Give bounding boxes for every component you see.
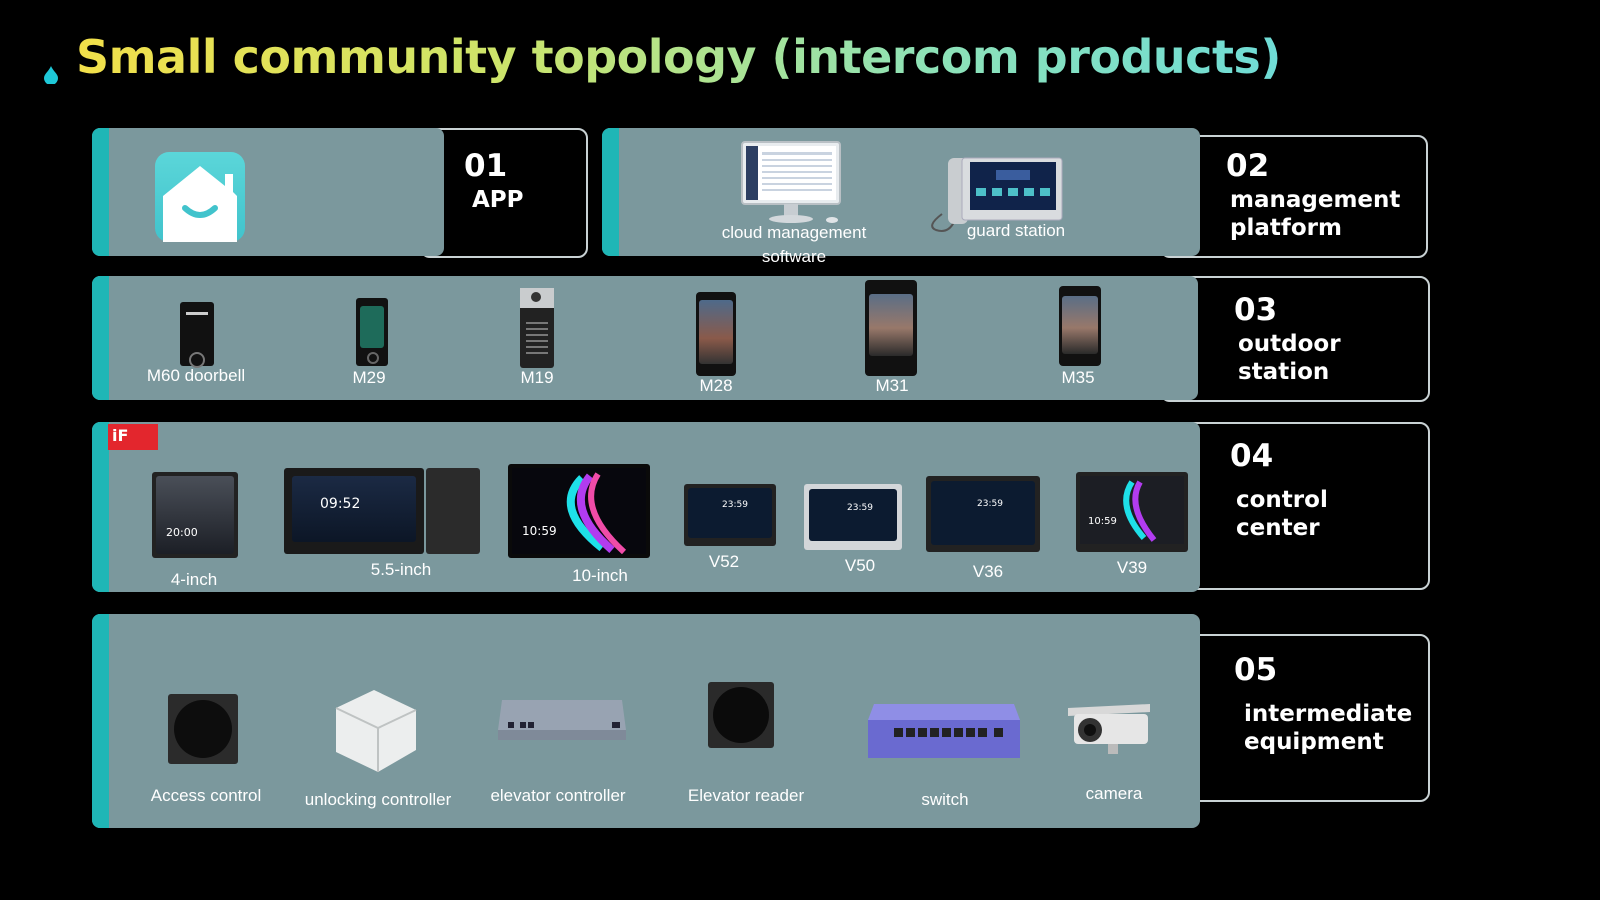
- v52-time: 23:59: [722, 500, 748, 510]
- section-03-name-line2: station: [1238, 359, 1330, 385]
- section-05-panel: Access control unlocking controller elev…: [92, 614, 1200, 828]
- cloud-management-label-line1: cloud management: [721, 223, 867, 242]
- control-item-label-1: 4-inch: [170, 570, 218, 589]
- section-03-panel: M60 doorbell M29 M19 M28 M31 M35: [92, 276, 1198, 400]
- access-control-device: [168, 694, 238, 764]
- if-award-badge-text: iF: [112, 426, 129, 445]
- control-item-label-2: 5.5-inch: [370, 560, 432, 579]
- guard-station-icon: [931, 157, 1063, 232]
- control-item-label-7: V39: [1116, 558, 1148, 577]
- v36-time: 23:59: [977, 499, 1003, 509]
- outdoor-item-label-5: M31: [875, 376, 909, 395]
- control-item-label-5: V50: [844, 556, 876, 575]
- monitor-55inch-side-device: [426, 468, 480, 554]
- m19-device: [520, 288, 554, 368]
- app-home-icon[interactable]: [155, 152, 245, 242]
- v50-device: 23:59: [804, 484, 902, 550]
- intermediate-item-label-2: unlocking controller: [304, 790, 452, 809]
- m35-device: [1059, 286, 1101, 366]
- section-02-name-line1: management: [1230, 187, 1401, 213]
- section-02-number: 02: [1226, 148, 1270, 184]
- section-03-label: 03 outdoor station: [1234, 290, 1341, 386]
- section-02-name-line2: platform: [1230, 215, 1342, 241]
- v52-device: 23:59: [684, 484, 776, 546]
- if-award-badge: iF: [108, 424, 158, 450]
- section-04-panel: iF 20:00 4-inch 09:52 5.5-inch 10:59 10-…: [92, 422, 1200, 592]
- intermediate-item-label-1: Access control: [150, 786, 262, 805]
- monitor-4inch-device: 20:00: [152, 472, 238, 558]
- section-05-label: 05 intermediate equipment: [1234, 650, 1412, 756]
- intermediate-item-label-3: elevator controller: [490, 786, 626, 805]
- outdoor-item-label-6: M35: [1061, 368, 1095, 387]
- outdoor-item-label-3: M19: [520, 368, 554, 387]
- section-03-number: 03: [1234, 292, 1278, 328]
- section-05-name-line2: equipment: [1244, 729, 1384, 755]
- m31-device: [865, 280, 917, 376]
- section-05-name-line1: intermediate: [1244, 701, 1413, 727]
- v36-device: 23:59: [926, 476, 1040, 552]
- section-04-label: 04 control center: [1230, 436, 1328, 542]
- unlocking-controller-device: [335, 690, 417, 772]
- section-03-name-line1: outdoor: [1238, 331, 1341, 357]
- m60-doorbell-device: [180, 302, 214, 368]
- monitor-icon: [741, 141, 841, 223]
- elevator-controller-device: [498, 700, 626, 740]
- control-item-label-4: V52: [708, 552, 740, 571]
- monitor-55inch-device: 09:52: [284, 468, 424, 554]
- section-05-label-box: [1160, 634, 1430, 802]
- v39-device: 10:59: [1076, 472, 1188, 552]
- monitor-55inch-time: 09:52: [320, 496, 361, 512]
- section-03-label-box: [1160, 276, 1430, 402]
- section-02-label: 02 management platform: [1226, 146, 1400, 242]
- monitor-4inch-time: 20:00: [166, 526, 198, 539]
- v50-time: 23:59: [847, 503, 873, 513]
- guard-station-label: guard station: [966, 221, 1066, 240]
- v39-time: 10:59: [1088, 516, 1117, 527]
- section-01-name: APP: [472, 187, 524, 213]
- section-05-number: 05: [1234, 652, 1278, 688]
- m28-device: [696, 292, 736, 376]
- switch-device: [868, 704, 1020, 758]
- section-02-panel: cloud management software guard station: [602, 128, 1200, 266]
- section-04-name-line1: control: [1236, 487, 1328, 513]
- section-01-panel: [92, 128, 444, 256]
- outdoor-item-label-1: M60 doorbell: [146, 366, 246, 385]
- intermediate-item-label-4: Elevator reader: [687, 786, 805, 805]
- elevator-reader-device: [708, 682, 774, 748]
- section-04-number: 04: [1230, 438, 1274, 474]
- section-01-label-box: [420, 128, 588, 258]
- cloud-management-label: cloud management software: [722, 221, 867, 269]
- title-bullet-icon: [44, 66, 58, 84]
- monitor-10inch-time: 10:59: [522, 524, 557, 538]
- control-item-label-3: 10-inch: [572, 566, 628, 585]
- camera-device: [1068, 704, 1150, 754]
- section-01-label: 01 APP: [464, 146, 524, 214]
- outdoor-item-label-2: M29: [352, 368, 386, 387]
- page-title: Small community topology (intercom produ…: [76, 30, 1281, 84]
- control-item-label-6: V36: [972, 562, 1004, 581]
- monitor-10inch-device: 10:59: [508, 464, 650, 558]
- intermediate-item-label-5: switch: [921, 790, 969, 809]
- section-01-number: 01: [464, 148, 508, 184]
- section-04-name-line2: center: [1236, 515, 1320, 541]
- m29-device: [356, 298, 388, 366]
- outdoor-item-label-4: M28: [699, 376, 733, 395]
- intermediate-item-label-6: camera: [1085, 784, 1143, 803]
- cloud-management-label-line2: software: [761, 247, 827, 266]
